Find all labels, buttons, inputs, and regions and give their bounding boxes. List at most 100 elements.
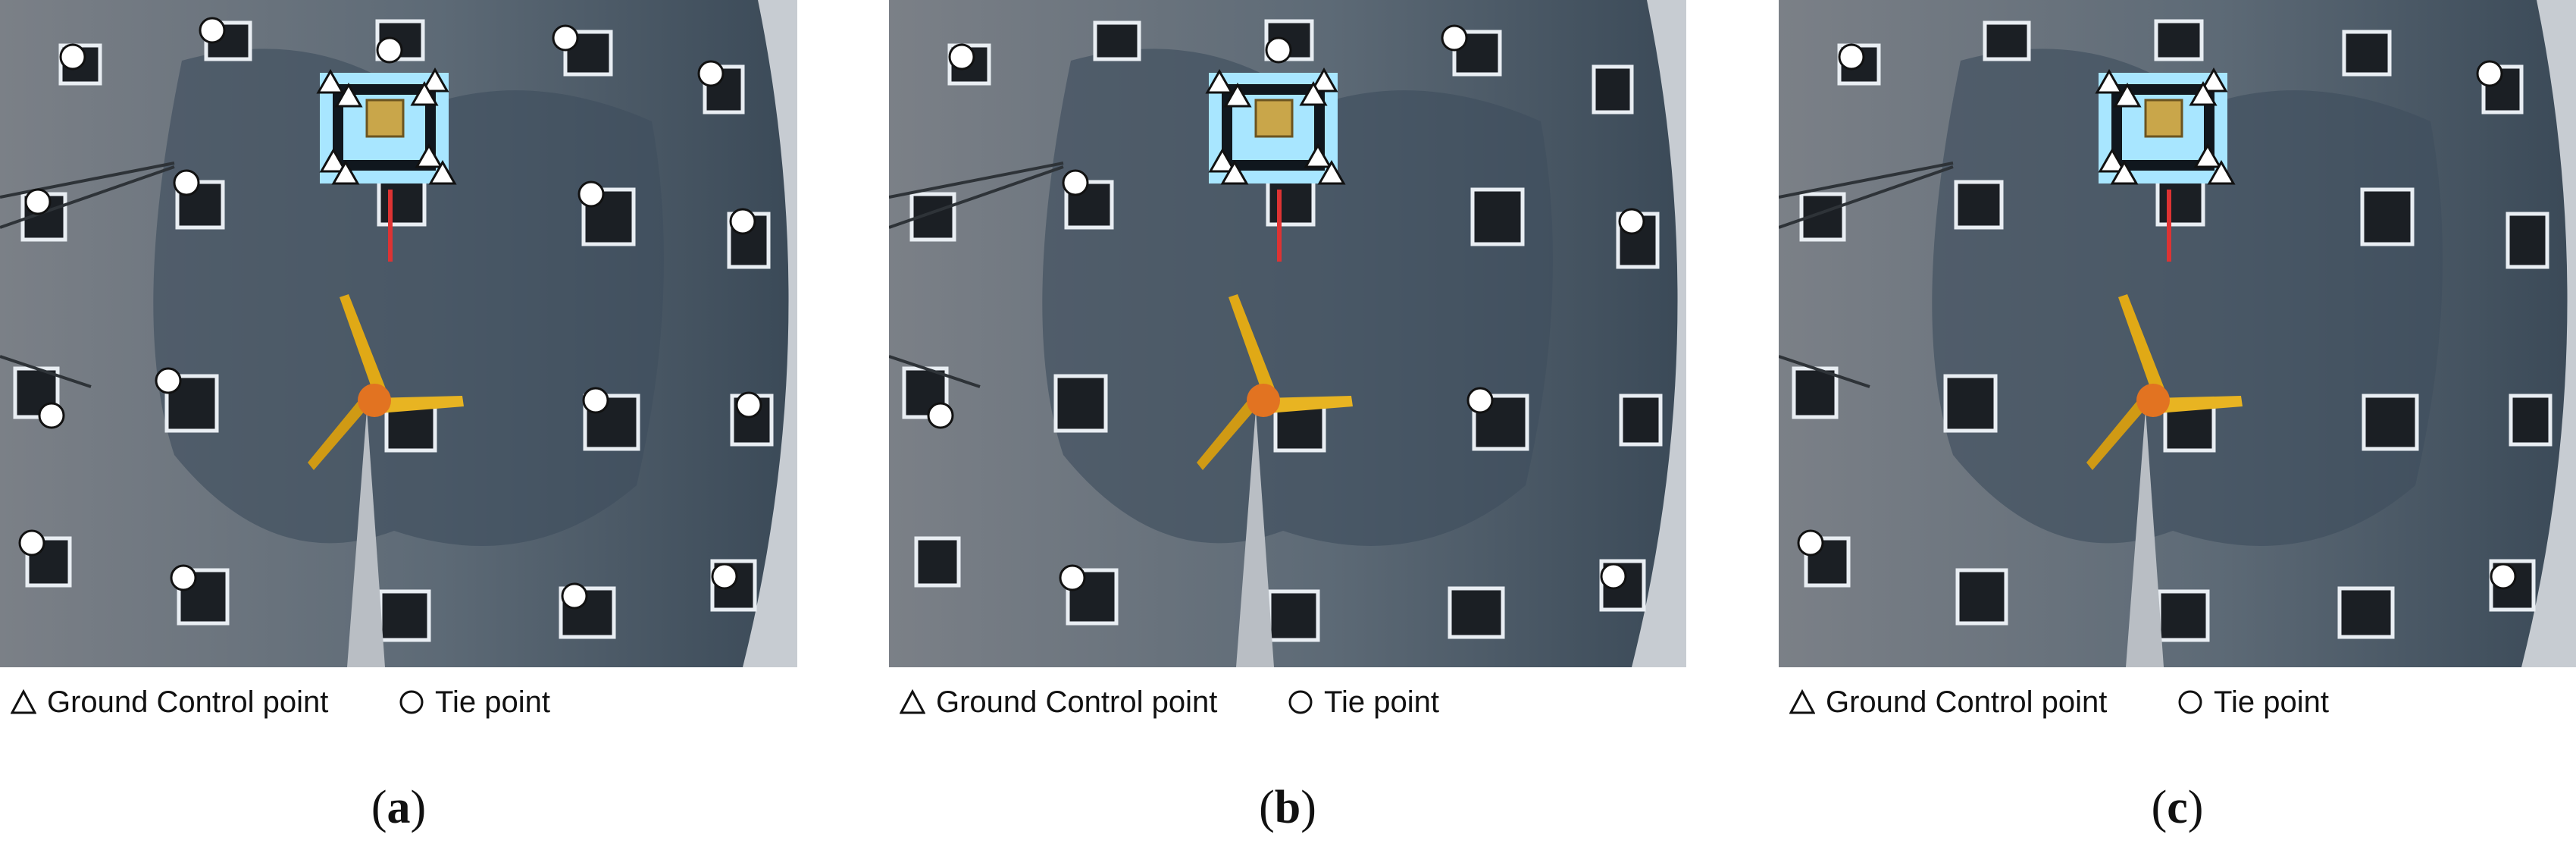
gcp-target-center <box>2144 99 2183 138</box>
gcp-points <box>316 67 457 185</box>
gcp-triangle-icon <box>316 68 345 94</box>
turbine-blade <box>1229 294 1275 398</box>
turbine-shadow <box>1932 49 2443 546</box>
legend-tie-label: Tie point <box>2214 685 2329 719</box>
tie-point-icon <box>376 36 403 64</box>
tie-point-icon <box>711 563 738 590</box>
circle-icon <box>1288 690 1313 714</box>
circle-icon <box>399 690 424 714</box>
turbine-nacelle <box>2136 384 2170 417</box>
tie-point-icon <box>170 564 197 591</box>
panel-b-photo <box>889 0 1686 667</box>
panel-c: Ground Control point Tie point (c) <box>1779 0 2576 850</box>
tie-point-icon <box>59 43 86 71</box>
tie-point-icon <box>552 24 579 52</box>
tie-point-icon <box>1838 43 1865 71</box>
turbine-blade <box>1264 396 1353 413</box>
tie-point-icon <box>1441 24 1468 52</box>
gcp-triangle-icon <box>319 147 348 173</box>
tie-point-icon <box>1062 169 1089 196</box>
triangle-icon <box>1789 689 1815 714</box>
legend-tie: Tie point <box>1288 682 1439 722</box>
turbine-blade <box>2086 394 2150 470</box>
gcp-points <box>2095 67 2236 185</box>
gcp-triangle-icon <box>428 159 457 185</box>
panel-a-photo <box>0 0 797 667</box>
tie-point-icon <box>1059 564 1086 591</box>
panel-letter: a <box>387 782 411 833</box>
turbine-blade <box>375 396 464 413</box>
gcp-triangle-icon <box>1317 159 1346 185</box>
tie-point-icon <box>38 402 65 429</box>
tie-point-icon <box>1600 563 1627 590</box>
circle-icon <box>2178 690 2202 714</box>
gcp-triangle-icon <box>1310 67 1338 93</box>
gcp-triangle-icon <box>2098 147 2127 173</box>
tie-point-icon <box>927 402 954 429</box>
tie-point-icon <box>735 391 762 419</box>
panel-b: Ground Control point Tie point (b) <box>889 0 1686 850</box>
turbine-tower <box>347 409 385 667</box>
turbine-shadow <box>153 49 665 546</box>
gcp-target-center <box>1254 99 1294 138</box>
legend-tie: Tie point <box>2177 682 2329 722</box>
panel-b-legend: Ground Control point Tie point <box>889 682 1686 728</box>
legend-tie-label: Tie point <box>1324 685 1439 719</box>
panel-a: Ground Control point Tie point (a) <box>0 0 797 850</box>
turbine-tower <box>1236 409 1274 667</box>
gcp-triangle-icon <box>1220 159 1249 185</box>
tie-point-icon <box>577 180 605 208</box>
gcp-triangle-icon <box>1205 68 1234 94</box>
legend-tie-label: Tie point <box>435 685 550 719</box>
panel-letter: c <box>2167 782 2188 833</box>
tie-point-icon <box>1265 36 1292 64</box>
turbine-blade <box>1197 394 1260 470</box>
gcp-triangle-icon <box>2189 80 2218 106</box>
tie-points <box>18 17 762 610</box>
tie-point-icon <box>729 208 756 235</box>
gcp-triangle-icon <box>415 143 443 168</box>
turbine-nacelle <box>1247 384 1280 417</box>
tripod-legs <box>1779 162 1954 388</box>
gcp-triangle-icon <box>2095 68 2124 94</box>
turbine-blade <box>340 294 387 398</box>
turbine-nacelle <box>358 384 391 417</box>
tie-points <box>1797 43 2517 590</box>
panel-b-caption: (b) <box>1259 782 1316 833</box>
gcp-triangle-icon <box>331 159 360 185</box>
triangle-icon <box>11 689 36 714</box>
panel-c-caption: (c) <box>2151 782 2204 833</box>
gcp-triangle-icon <box>2110 159 2139 185</box>
gcp-triangle-icon <box>334 82 363 108</box>
background-wall <box>1632 0 1686 667</box>
panel-letter: b <box>1274 782 1301 833</box>
tripod-legs <box>0 162 175 388</box>
gcp-triangle-icon <box>2113 82 2142 108</box>
turbine-blade <box>2118 294 2165 398</box>
tie-point-icon <box>561 582 588 610</box>
gcp-triangle-icon <box>1208 147 1237 173</box>
tie-point-icon <box>697 60 725 87</box>
gcp-triangle-icon <box>1304 143 1332 168</box>
tie-point-icon <box>1618 208 1645 235</box>
tie-point-icon <box>2490 563 2517 590</box>
tie-point-icon <box>18 529 45 557</box>
gcp-triangle-icon <box>2199 67 2228 93</box>
background-wall <box>2521 0 2576 667</box>
tripod-legs <box>889 162 1064 388</box>
tie-point-icon <box>1466 387 1494 414</box>
legend-gcp-label: Ground Control point <box>936 685 1218 719</box>
tie-points <box>927 24 1645 591</box>
tie-point-icon <box>173 169 200 196</box>
panel-a-legend: Ground Control point Tie point <box>0 682 797 728</box>
legend-tie: Tie point <box>399 682 550 722</box>
tie-point-icon <box>24 188 52 215</box>
background-wall <box>743 0 797 667</box>
legend-gcp: Ground Control point <box>11 682 328 722</box>
gcp-triangle-icon <box>2207 159 2236 185</box>
turbine-tower <box>2126 409 2164 667</box>
legend-gcp: Ground Control point <box>1789 682 2107 722</box>
legend-gcp: Ground Control point <box>900 682 1217 722</box>
gcp-triangle-icon <box>410 80 439 106</box>
gcp-target-center <box>365 99 405 138</box>
